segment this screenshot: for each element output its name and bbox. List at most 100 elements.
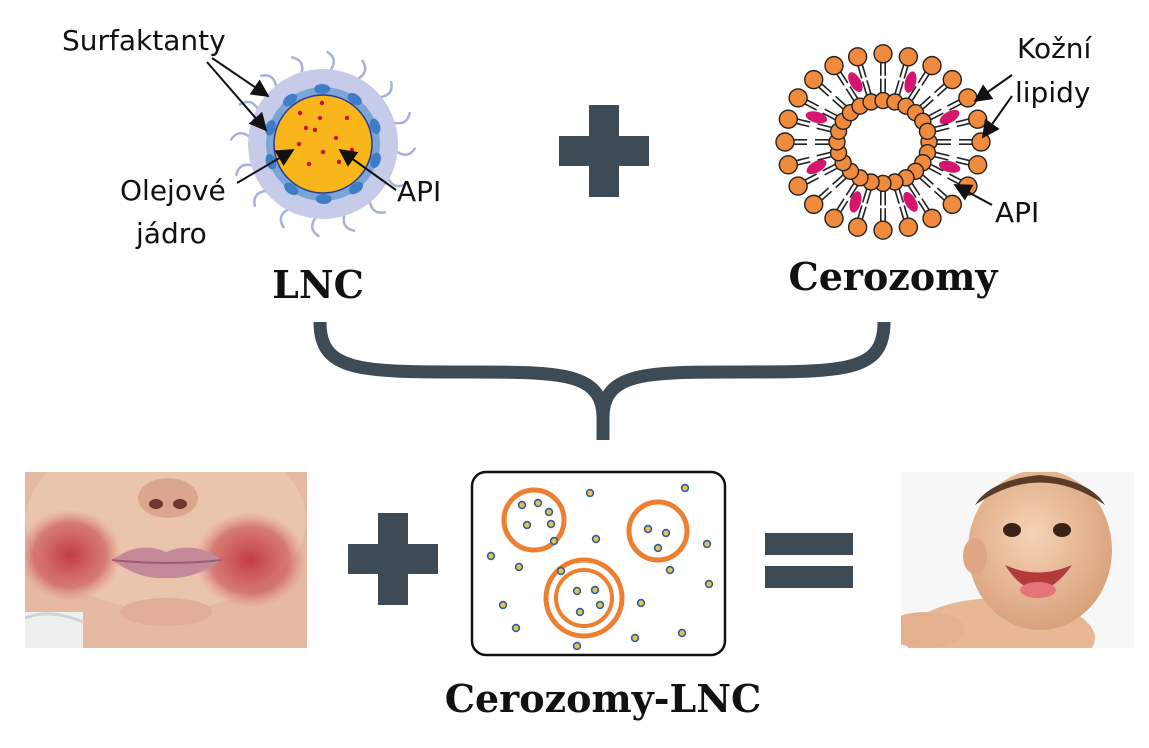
api-dot	[303, 125, 309, 131]
label-surfaktanty: Surfaktanty	[62, 24, 226, 57]
api-dot	[320, 149, 326, 155]
lipid-head-outer	[958, 88, 978, 108]
api-oval	[806, 159, 827, 175]
lipid-head-outer	[804, 69, 824, 90]
api-oval	[939, 109, 960, 125]
api-oval	[849, 191, 862, 213]
lipid-tail	[816, 127, 831, 133]
lipid-tail	[930, 163, 944, 172]
nanocapsule-dot	[591, 534, 601, 544]
nanocapsule-dot	[585, 488, 595, 498]
api-oval	[938, 160, 961, 173]
arrow-kozni-lipidy-2	[981, 95, 1013, 139]
lipid-tail	[795, 122, 810, 128]
nanocapsule-dot	[704, 579, 714, 589]
lnc-particle	[229, 50, 417, 238]
lipid-tail	[824, 167, 838, 176]
lipid-head-outer	[971, 132, 991, 152]
lipid-tail	[805, 177, 820, 186]
lipid-tail	[917, 200, 927, 214]
label-jadro: jádro	[135, 217, 207, 250]
lipid-tail	[948, 102, 963, 111]
lipid-tail	[928, 108, 942, 117]
equals-operator	[765, 533, 853, 588]
lipid-tail	[928, 167, 942, 176]
lipid-tail	[822, 163, 836, 172]
api-dot	[344, 115, 350, 121]
lipid-tail	[935, 127, 950, 133]
lipid-tail	[898, 188, 905, 203]
lipid-tail	[861, 81, 868, 96]
nanocapsule-dot	[680, 483, 690, 493]
nanocapsule-dot	[514, 562, 524, 572]
lipid-tail	[835, 177, 847, 189]
lipid-tail	[921, 198, 931, 211]
lipid-tail	[803, 173, 818, 182]
lipid-tail	[822, 112, 836, 121]
surfactant-head	[347, 92, 362, 106]
lipid-tail	[832, 99, 844, 110]
surfactant-tail	[229, 132, 251, 141]
lipid-head-outer	[824, 55, 844, 76]
vesicle-ring-3-outer	[543, 557, 625, 639]
surfactant-tail	[290, 56, 304, 75]
lipid-tail	[922, 99, 934, 110]
lipid-tail	[956, 156, 971, 162]
lipid-head-outer	[873, 44, 893, 64]
lipid-tail	[849, 185, 859, 198]
lipid-head-outer	[898, 47, 919, 67]
surfactant-tail	[386, 177, 408, 188]
happy-baby-photo	[901, 472, 1134, 648]
surfactant-head	[314, 84, 331, 95]
curly-brace	[313, 321, 891, 440]
title-cerozomy: Cerozomy	[789, 254, 999, 299]
lipid-tail	[917, 70, 927, 84]
nanocapsule-dot	[636, 598, 646, 608]
lipid-tail	[866, 190, 872, 204]
api-oval	[904, 71, 917, 93]
surfactant-tail	[368, 200, 386, 214]
api-dot	[319, 100, 325, 106]
lipid-head-outer	[824, 208, 844, 229]
plus-operator-bottom	[348, 513, 438, 605]
nanocapsule-dot	[544, 507, 554, 517]
plus-operator-top	[559, 105, 649, 197]
lipid-tail	[845, 88, 855, 102]
lipid-tail	[861, 206, 867, 221]
nanocapsule-dot	[572, 641, 582, 651]
lipid-tail	[817, 86, 830, 97]
lipid-tail	[845, 182, 855, 196]
surfactant-tail	[392, 111, 411, 125]
surfactant-head	[315, 193, 332, 204]
title-cerozomy-lnc: Cerozomy-LNC	[445, 676, 761, 721]
label-lipidy: lipidy	[1015, 76, 1090, 109]
lipid-tail	[919, 95, 931, 107]
lipid-tail	[835, 73, 845, 86]
surfactant-tail	[395, 147, 417, 156]
nanocapsule-dot	[702, 539, 712, 549]
nanocapsule-dots	[486, 483, 714, 651]
arrow-api-cer	[953, 184, 993, 206]
surfactant-tail	[260, 74, 278, 88]
irritated-child-face-photo	[25, 472, 307, 648]
lipid-tail	[903, 205, 909, 220]
lipid-tail	[907, 86, 917, 99]
api-dot	[336, 159, 342, 165]
surfactant-tail	[379, 81, 393, 99]
nanocapsule-dot	[630, 633, 640, 643]
nanocapsule-dot	[575, 607, 585, 617]
vesicle-ring-2	[626, 499, 690, 563]
nanocapsule-dot	[661, 528, 671, 538]
lipid-tail	[817, 155, 832, 161]
nanocapsule-dot	[533, 498, 543, 508]
lipid-tail	[955, 161, 970, 166]
nanocapsule-dot	[546, 519, 556, 529]
lipid-tail	[922, 174, 934, 185]
lipid-head-outer	[922, 55, 942, 76]
lipid-tail	[835, 95, 847, 107]
lipid-tail	[956, 122, 971, 128]
surfactant-tail	[311, 216, 320, 238]
lnc-oil-core	[273, 94, 373, 194]
